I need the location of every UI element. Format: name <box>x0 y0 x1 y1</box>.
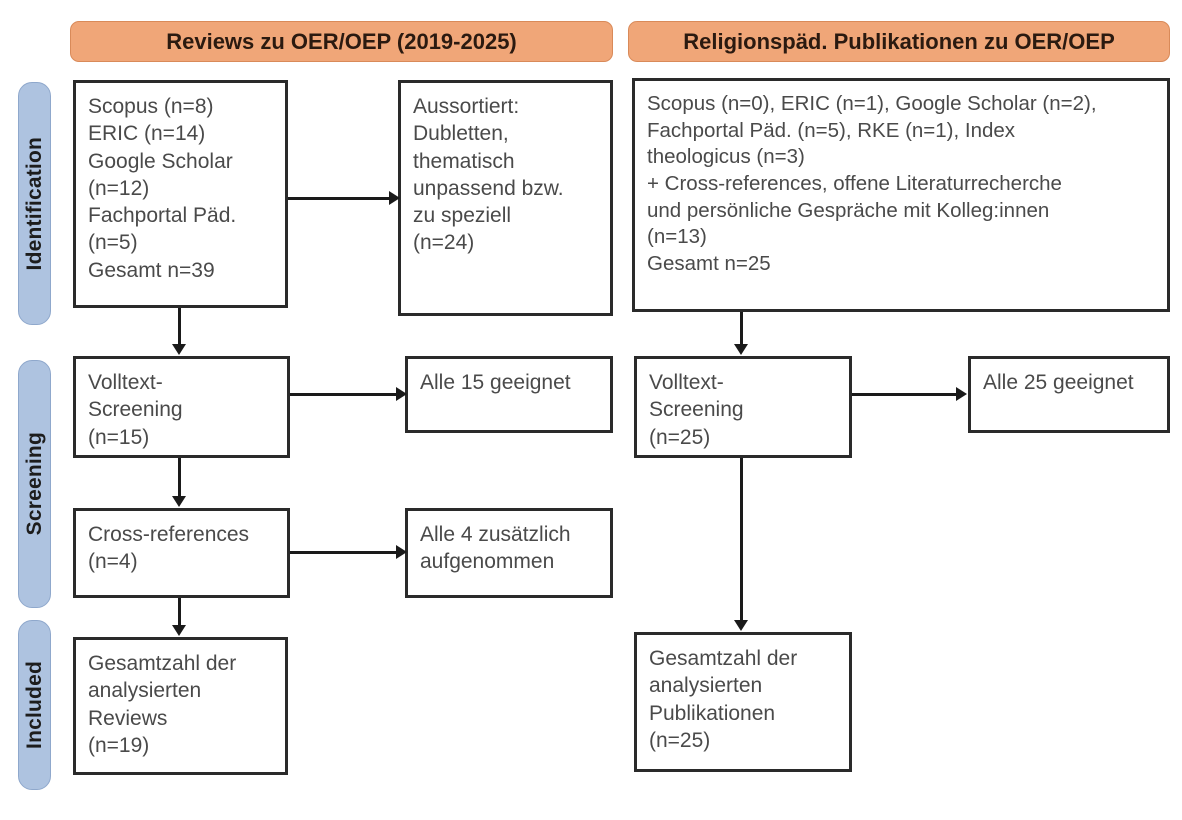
box-left-cross-references-result: Alle 4 zusätzlich aufgenommen <box>405 508 613 598</box>
connector-left-crossrefs-to-result <box>290 551 398 554</box>
box-left-cross-references: Cross-references (n=4) <box>73 508 290 598</box>
box-left-excluded: Aussortiert: Dubletten, thematisch unpas… <box>398 80 613 316</box>
connector-right-fulltext-to-result <box>852 393 958 396</box>
connector-left-fulltext-to-crossrefs <box>178 458 181 498</box>
arrowhead-right-fulltext-to-result <box>956 387 967 401</box>
box-left-sources: Scopus (n=8) ERIC (n=14) Google Scholar … <box>73 80 288 308</box>
phase-tab-included: Included <box>18 620 51 790</box>
phase-tab-included-label: Included <box>22 661 46 749</box>
phase-tab-identification-label: Identification <box>22 136 46 271</box>
column-header-religionspaed: Religionspäd. Publikationen zu OER/OEP <box>628 21 1170 62</box>
phase-tab-screening-label: Screening <box>22 432 46 536</box>
column-header-reviews: Reviews zu OER/OEP (2019-2025) <box>70 21 613 62</box>
connector-left-sources-to-excluded <box>288 197 391 200</box>
box-right-sources: Scopus (n=0), ERIC (n=1), Google Scholar… <box>632 78 1170 312</box>
arrowhead-right-sources-to-fulltext <box>734 344 748 355</box>
connector-right-fulltext-to-included <box>740 458 743 622</box>
arrowhead-left-fulltext-to-result <box>396 387 407 401</box>
connector-left-sources-to-fulltext <box>178 308 181 346</box>
arrowhead-left-crossrefs-to-included <box>172 625 186 636</box>
arrowhead-left-fulltext-to-crossrefs <box>172 496 186 507</box>
phase-tab-screening: Screening <box>18 360 51 608</box>
box-right-included: Gesamtzahl der analysierten Publikatione… <box>634 632 852 772</box>
box-left-fulltext-result: Alle 15 geeignet <box>405 356 613 433</box>
arrowhead-left-sources-to-excluded <box>389 191 400 205</box>
box-right-fulltext-screening: Volltext- Screening (n=25) <box>634 356 852 458</box>
box-left-included: Gesamtzahl der analysierten Reviews (n=1… <box>73 637 288 775</box>
phase-tab-identification: Identification <box>18 82 51 325</box>
connector-right-sources-to-fulltext <box>740 312 743 346</box>
arrowhead-left-sources-to-fulltext <box>172 344 186 355</box>
column-header-reviews-label: Reviews zu OER/OEP (2019-2025) <box>166 28 517 54</box>
arrowhead-left-crossrefs-to-result <box>396 545 407 559</box>
box-right-fulltext-result: Alle 25 geeignet <box>968 356 1170 433</box>
arrowhead-right-fulltext-to-included <box>734 620 748 631</box>
connector-left-fulltext-to-result <box>290 393 398 396</box>
column-header-religionspaed-label: Religionspäd. Publikationen zu OER/OEP <box>683 28 1115 54</box>
box-left-fulltext-screening: Volltext- Screening (n=15) <box>73 356 290 458</box>
connector-left-crossrefs-to-included <box>178 598 181 627</box>
